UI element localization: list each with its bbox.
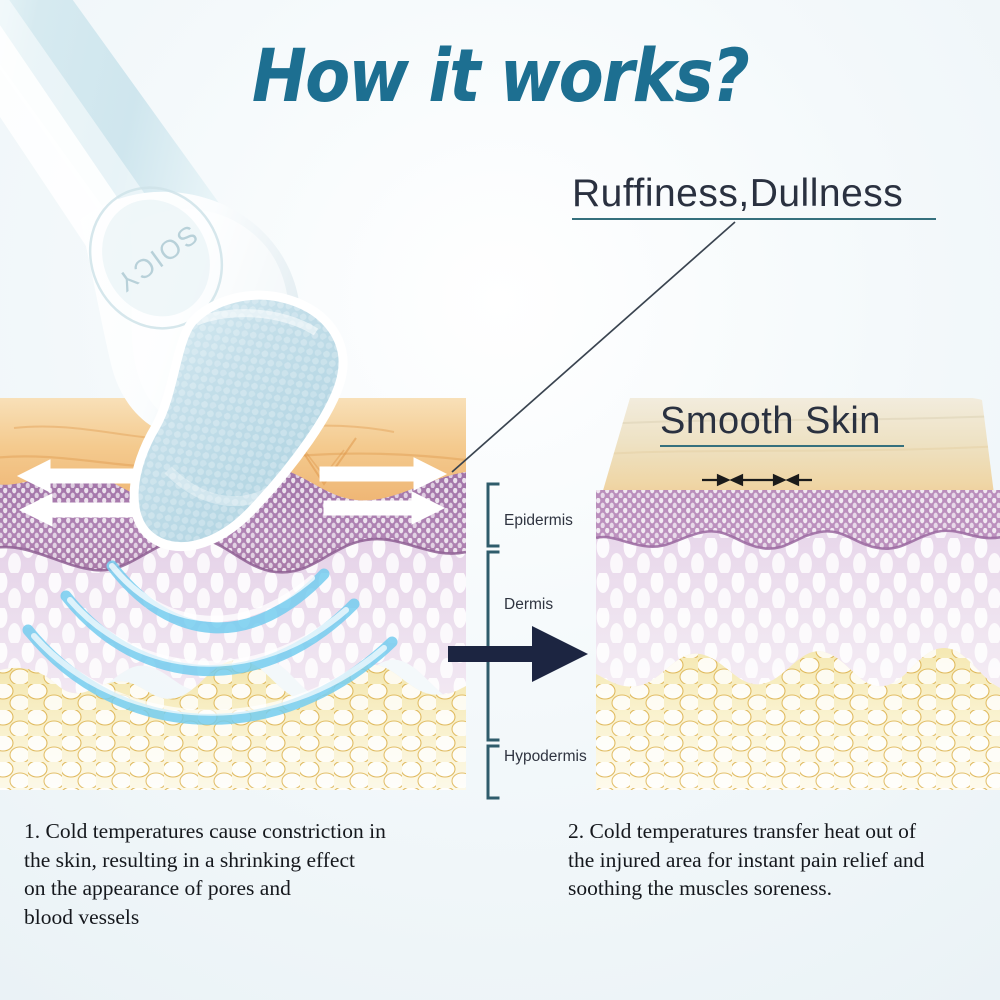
callout-rough: Ruffiness,Dullness bbox=[572, 172, 936, 220]
callout-rough-underline bbox=[572, 218, 936, 220]
caption-one: 1. Cold temperatures cause constriction … bbox=[24, 819, 386, 929]
callout-smooth-underline bbox=[660, 445, 904, 447]
callout-smooth: Smooth Skin bbox=[660, 400, 904, 447]
hypodermis-bracket bbox=[486, 744, 500, 800]
layer-label-dermis: Dermis bbox=[504, 596, 554, 613]
skin-cross-section-after bbox=[596, 398, 1000, 790]
skin-hypodermis-layer-left bbox=[0, 660, 466, 790]
layer-label-epidermis: Epidermis bbox=[504, 512, 573, 529]
width-arrows-right bbox=[319, 457, 448, 525]
ice-roller-device: SOICY bbox=[0, 0, 348, 552]
caption-two: 2. Cold temperatures transfer heat out o… bbox=[568, 819, 925, 901]
brand-badge: SOICY bbox=[88, 186, 224, 330]
callout-smooth-label: Smooth Skin bbox=[660, 400, 881, 442]
skin-layers-right bbox=[596, 398, 1000, 790]
cold-wave-arcs-left bbox=[22, 560, 398, 725]
epidermis-bracket bbox=[486, 482, 500, 548]
width-arrows-left bbox=[16, 459, 147, 527]
page-title: How it works? bbox=[251, 34, 750, 119]
contraction-arrows-right bbox=[702, 473, 812, 487]
callout-rough-label: Ruffiness,Dullness bbox=[572, 172, 904, 215]
layer-label-hypodermis: Hypodermis bbox=[504, 748, 587, 765]
transition-arrow bbox=[448, 626, 588, 682]
